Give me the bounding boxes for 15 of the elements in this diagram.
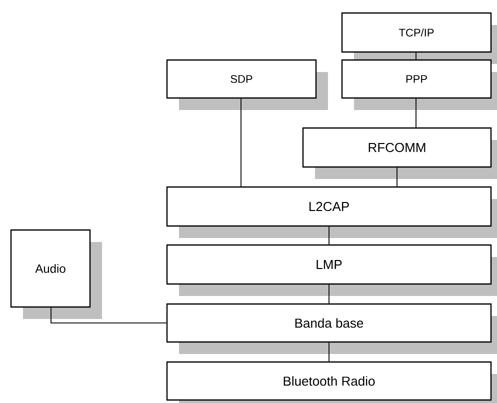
connector-line bbox=[328, 284, 330, 304]
connector-line bbox=[240, 98, 242, 187]
connector-line bbox=[50, 307, 167, 324]
layer-box: TCP/IP bbox=[341, 12, 497, 64]
connector-line bbox=[396, 167, 398, 187]
layer-box: Bluetooth Radio bbox=[166, 361, 497, 403]
layer-box: L2CAP bbox=[166, 186, 497, 238]
layer-box: Audio bbox=[10, 229, 102, 319]
connector-line bbox=[328, 226, 330, 245]
connector-line bbox=[328, 342, 330, 362]
layer-box: RFCOMM bbox=[302, 127, 497, 179]
layer-box: LMP bbox=[166, 244, 497, 296]
layer-box: Banda base bbox=[166, 303, 497, 354]
layer-box: SDP bbox=[166, 59, 328, 110]
layer-box: PPP bbox=[341, 59, 497, 110]
